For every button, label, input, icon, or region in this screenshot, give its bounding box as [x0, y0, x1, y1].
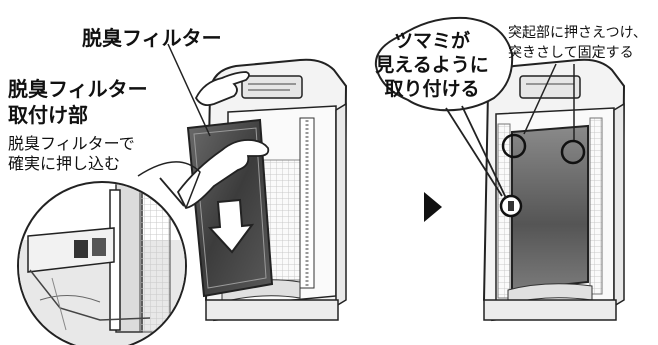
attach-area-label-line1: 脱臭フィルター [8, 77, 148, 101]
knob-label-line1: ツマミが [393, 30, 470, 52]
filter-label: 脱臭フィルター [82, 26, 222, 50]
control-panel [241, 75, 303, 99]
right-purifier-unit [482, 58, 626, 322]
hand-icon [159, 71, 270, 210]
knob-label-line2: 見えるように [375, 54, 489, 76]
knob-bubble [374, 16, 514, 199]
arrow-down-icon [207, 198, 255, 254]
highlight-circle-right [560, 139, 586, 165]
triangle-right-icon [424, 192, 442, 222]
highlight-circle-left [501, 133, 527, 159]
press-instruction-line1: 突起部に押さえつけ、 [508, 25, 647, 41]
attach-area-label-line2: 取付け部 [8, 103, 88, 127]
push-instruction-line2: 確実に押し込む [8, 154, 121, 173]
knob-label-line3: 取り付ける [384, 78, 480, 100]
push-instruction-line1: 脱臭フィルターで [8, 134, 135, 153]
installed-filter [511, 124, 589, 292]
zoom-callout [17, 161, 201, 345]
press-instruction-line2: 突きさして固定する [508, 45, 634, 61]
